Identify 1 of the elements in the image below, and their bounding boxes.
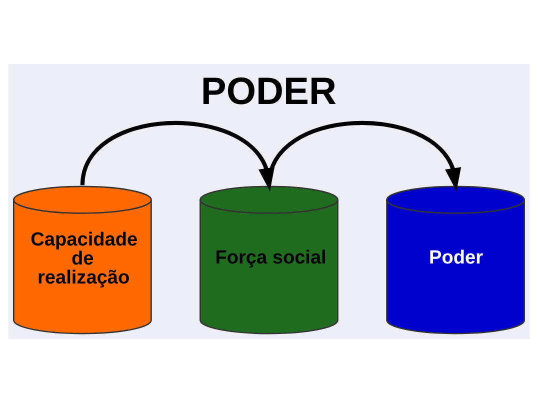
- diagram-title: PODER: [200, 70, 337, 114]
